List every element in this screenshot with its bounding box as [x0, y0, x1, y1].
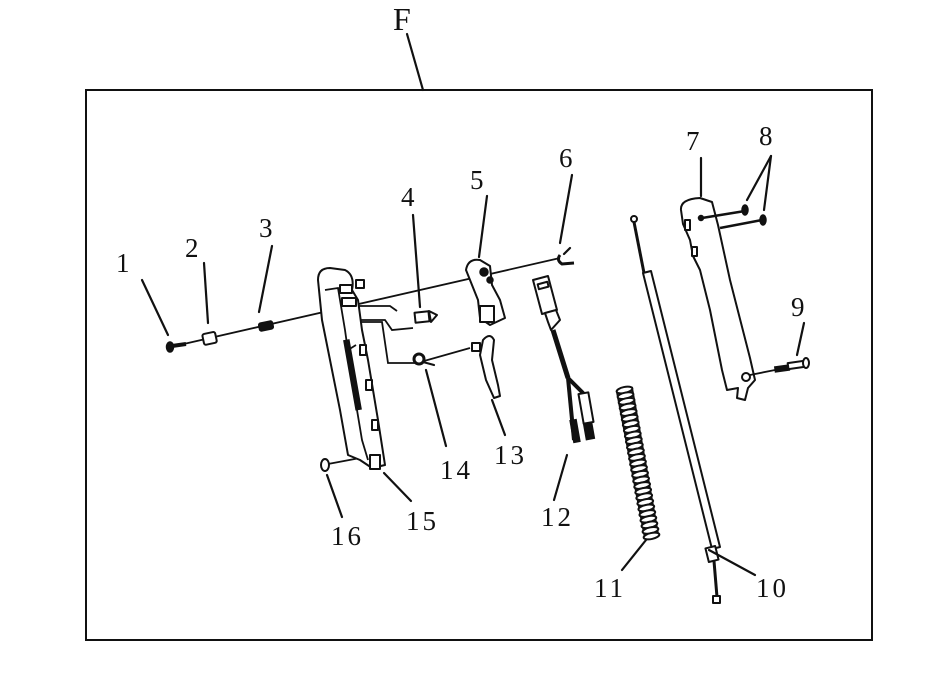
part-12-switch-harness — [532, 275, 596, 444]
part-9-bolt — [749, 357, 810, 376]
label-part-15: 15 — [406, 506, 439, 536]
label-part-1: 1 — [116, 248, 130, 278]
part-15-housing — [317, 267, 386, 470]
part-10-rod — [630, 215, 721, 604]
part-1-bolt — [165, 341, 187, 353]
label-part-13: 13 — [494, 440, 527, 470]
part-11-coil-spring — [615, 385, 661, 541]
section-leader-F — [405, 32, 425, 92]
part-8-screws — [697, 204, 767, 230]
label-part-2: 2 — [185, 233, 199, 263]
part-2-nut — [201, 331, 218, 346]
part-6-clip — [556, 246, 575, 266]
leader-lines — [140, 154, 806, 577]
part-5-trigger-block — [465, 258, 506, 326]
part-16-washer — [320, 458, 330, 472]
label-part-11: 11 — [594, 573, 626, 603]
spring-coil-turn — [642, 531, 661, 541]
label-part-8: 8 — [759, 121, 773, 151]
label-part-16: 16 — [331, 521, 364, 551]
label-part-7: 7 — [686, 126, 700, 156]
part-3-small-spring — [257, 320, 275, 332]
label-part-4: 4 — [401, 182, 415, 212]
label-part-10: 10 — [756, 573, 789, 603]
part-4-pin — [413, 310, 438, 324]
section-label-F: F — [393, 1, 411, 37]
label-part-9: 9 — [791, 292, 805, 322]
part-13-lever — [471, 335, 501, 399]
diagram-frame — [85, 89, 873, 641]
part-7-cover-plate — [679, 197, 756, 401]
label-part-14: 14 — [440, 455, 473, 485]
label-part-5: 5 — [470, 165, 484, 195]
label-part-12: 12 — [541, 502, 574, 532]
assembly-axis-lines — [174, 257, 561, 465]
part-14-clip — [412, 352, 436, 367]
label-part-6: 6 — [559, 143, 573, 173]
label-part-3: 3 — [259, 213, 273, 243]
